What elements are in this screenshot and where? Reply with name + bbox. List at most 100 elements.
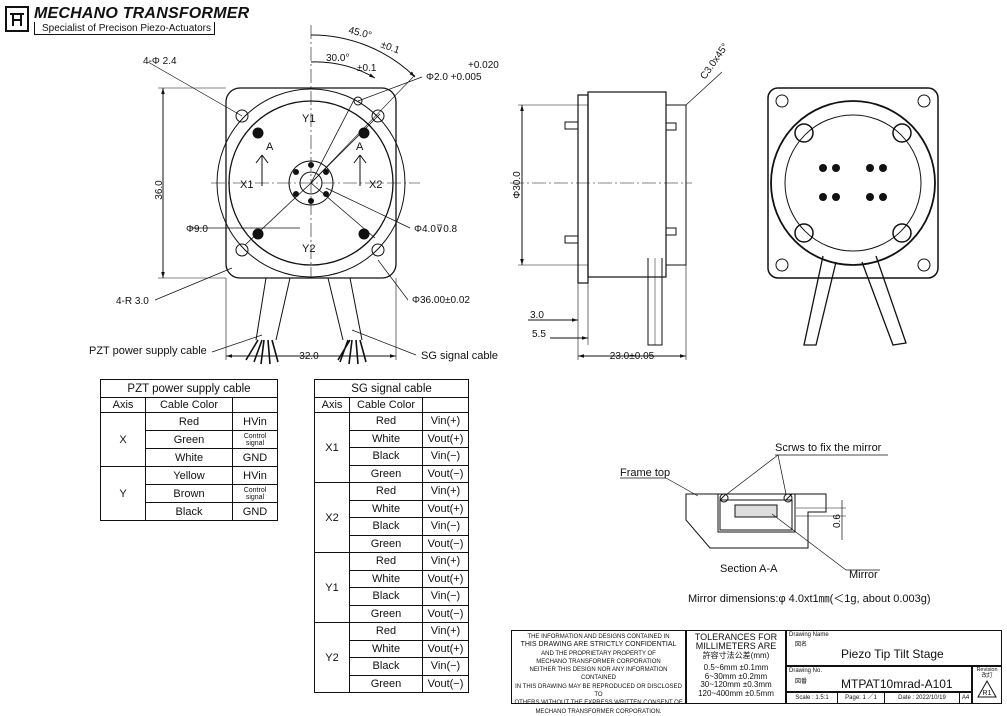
table-cell: Black [349, 657, 423, 676]
label-x1: X1 [240, 179, 253, 191]
table-cell: Black [349, 587, 423, 606]
brand-name: MECHANO TRANSFORMER [34, 5, 250, 22]
drawing-name: Piezo Tip Tilt Stage [841, 647, 944, 661]
tolerance-block: TOLERANCES FOR MILLIMETERS ARE 許容寸法公差(mm… [686, 630, 786, 704]
table-cell: Vin(+) [422, 482, 469, 501]
table-cell: Vout(+) [422, 429, 469, 448]
dim-length: 23.0±0.05 [610, 351, 655, 362]
pzt-header-color: Cable Color [145, 397, 233, 413]
table-cell: X1 [314, 412, 350, 483]
dim-diameter: Φ30.0 [512, 171, 523, 199]
table-cell: Vin(−) [422, 587, 469, 606]
dim-chamfer: C3.0x45° [698, 42, 731, 82]
table-cell: X2 [314, 482, 350, 553]
dim-width: 32.0 [299, 351, 319, 362]
table-cell: Vin(+) [422, 622, 469, 641]
table-cell: Vin(+) [422, 552, 469, 571]
tolerance-row: 6~30mm ±0.2mm [704, 671, 768, 681]
dim-hole-4x: 4-Φ 2.4 [143, 56, 177, 67]
notice-line: THE INFORMATION AND DESIGNS CONTAINED IN [527, 634, 670, 640]
table-cell: Y2 [314, 622, 350, 693]
sg-header-axis: Axis [314, 397, 350, 413]
label-sg-cable: SG signal cable [421, 350, 498, 362]
table-cell: White [145, 448, 233, 467]
label-y1: Y1 [302, 113, 315, 125]
table-cell: Vout(−) [422, 464, 469, 483]
notice-line: NEITHER THIS DESIGN NOR ANY INFORMATION … [529, 667, 668, 682]
table-cell: GND [232, 502, 278, 521]
notice-line: IN THIS DRAWING MAY BE REPRODUCED OR DIS… [515, 683, 682, 699]
label-section-aa: Section A-A [720, 563, 778, 575]
table-cell: Black [349, 517, 423, 536]
page-number: Page: 1 ／1 [838, 693, 885, 703]
table-cell: Vout(−) [422, 604, 469, 623]
table-cell: Green [145, 430, 233, 449]
notice-line: MECHANO TRANSFORMER CORPORATION [536, 658, 661, 665]
table-cell: White [349, 639, 423, 658]
drawing-no-label: Drawing No. [789, 668, 823, 674]
dim-angle-45-tol: ±0.1 [379, 39, 401, 56]
label-mirror: Mirror [849, 569, 878, 581]
table-cell: Vin(−) [422, 517, 469, 536]
table-cell: Vout(−) [422, 534, 469, 553]
label-section-a-left: A [266, 141, 274, 153]
scale-value: Scale : 1.5:1 [787, 693, 838, 703]
pzt-header-axis: Axis [100, 397, 146, 413]
dim-radius: 4-R 3.0 [116, 296, 149, 307]
label-screws: Scrws to fix the mirror [775, 442, 882, 454]
dim-angle-45: 45.0° [347, 25, 372, 41]
tolerance-title: TOLERANCES FOR MILLIMETERS ARE [694, 632, 778, 651]
table-cell: White [349, 569, 423, 588]
table-cell: Vin(−) [422, 447, 469, 466]
table-cell: Control signal [232, 484, 278, 503]
table-cell: X [100, 412, 146, 467]
dim-center-hole: Φ4.0⊽0.8 [414, 224, 458, 235]
label-mirror-dims: Mirror dimensions:φ 4.0xt1㎜(＜1g, about 0… [688, 593, 931, 605]
sg-header-signal [422, 397, 469, 413]
drawing-date: Date : 2022/10/19 [885, 693, 960, 703]
notice-line: OTHERS WITHOUT THE EXPRESS WRITTEN CONSE… [514, 700, 683, 707]
pzt-header-signal [232, 397, 278, 413]
revision-label: Revision [976, 667, 998, 673]
table-cell: Vout(+) [422, 499, 469, 518]
scale-row: Scale : 1.5:1 Page: 1 ／1 Date : 2022/10/… [786, 692, 972, 704]
dim-pin: Φ2.0 +0.005 [426, 72, 482, 83]
revision-triangle-icon [977, 679, 997, 698]
table-cell: Vin(−) [422, 657, 469, 676]
table-cell: Brown [145, 484, 233, 503]
table-cell: Yellow [145, 466, 233, 485]
table-cell: Vout(−) [422, 674, 469, 693]
tagline: Specialist of Precison Piezo-Actuators [42, 23, 211, 34]
dim-phi36: Φ36.00±0.02 [412, 295, 470, 306]
drawing-name-block: Drawing Name 図名 Piezo Tip Tilt Stage [786, 630, 1002, 666]
table-cell: HVin [232, 412, 278, 431]
drawing-no-label-jp: 図番 [795, 679, 808, 685]
label-section-a-right: A [356, 141, 364, 153]
drawing-name-label-jp: 図名 [795, 642, 808, 648]
table-cell: Red [349, 412, 423, 431]
table-cell: Black [145, 502, 233, 521]
table-cell: Red [349, 482, 423, 501]
tagline-box [34, 22, 215, 35]
dim-pin-tol: +0.020 [468, 60, 499, 71]
sg-header-color: Cable Color [349, 397, 423, 413]
tolerance-row: 0.5~6mm ±0.1mm [703, 663, 769, 672]
drawing-number-block: Drawing No. 図番 MTPAT10mrad-A101 [786, 666, 972, 692]
table-cell: GND [232, 448, 278, 467]
table-cell: Red [349, 552, 423, 571]
table-cell: Black [349, 447, 423, 466]
label-pzt-cable: PZT power supply cable [89, 345, 207, 357]
tolerance-title-jp: 許容寸法公差(mm) [702, 651, 770, 660]
dim-angle-30: 30.0° [326, 53, 349, 64]
label-x2: X2 [369, 179, 382, 191]
table-cell: Control signal [232, 430, 278, 449]
label-frame-top: Frame top [620, 467, 670, 479]
dim-angle-30-tol: ±0.1 [357, 63, 377, 74]
pzt-cable-table: PZT power supply cable Axis Cable Color … [100, 379, 278, 521]
table-cell: White [349, 429, 423, 448]
tolerance-row: 120~400mm ±0.5mm [698, 688, 774, 698]
table-cell: Vout(+) [422, 639, 469, 658]
table-cell: Green [349, 674, 423, 693]
pzt-table-title: PZT power supply cable [100, 379, 278, 398]
